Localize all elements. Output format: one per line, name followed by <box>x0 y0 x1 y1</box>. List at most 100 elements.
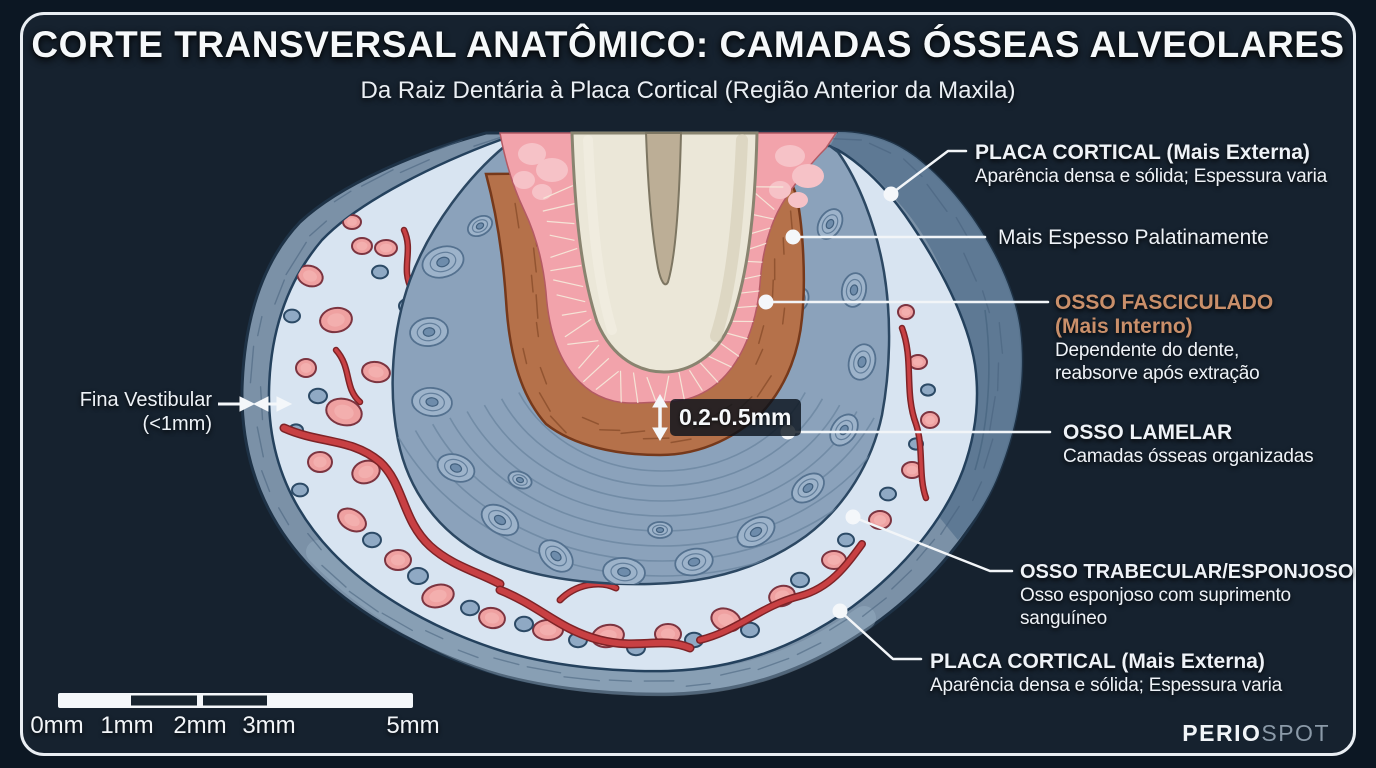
label-buccal-thickness-line1: Fina Vestibular <box>79 389 212 411</box>
gingiva-scallop <box>769 181 791 199</box>
cortical-streak <box>249 345 255 384</box>
gingiva-scallop <box>792 164 824 188</box>
label-cortical-bottom-desc: Aparência densa e sólida; Espessura vari… <box>930 675 1282 696</box>
label-lamellar-bone: OSSO LAMELAR Camadas ósseas organizadas <box>1063 421 1314 468</box>
cortical-streak <box>473 136 504 147</box>
cortical-streak <box>608 679 633 682</box>
bundle-grain <box>530 274 534 293</box>
cortical-streak <box>861 597 887 618</box>
osteon-ring <box>845 278 863 302</box>
cortical-streak <box>399 159 430 174</box>
sharpey-fiber <box>707 355 732 368</box>
cortical-streak <box>916 538 936 561</box>
label-trabecular-bone: OSSO TRABECULAR/ESPONJOSO Osso esponjoso… <box>1020 560 1353 630</box>
marrow-highlight <box>925 415 935 425</box>
cortical-streak <box>988 396 996 434</box>
osteon-ring <box>416 322 442 342</box>
trabecula <box>362 531 382 549</box>
gingiva-scallop <box>775 145 805 167</box>
cortical-streak <box>720 667 751 676</box>
page-subtitle: Da Raiz Dentária à Placa Cortical (Regiã… <box>360 77 1016 104</box>
bundle-grain <box>599 428 621 432</box>
sharpey-fiber <box>619 370 622 404</box>
lamellar-arc <box>483 404 841 502</box>
osteon-ring <box>743 522 769 542</box>
osteon-ring <box>488 509 512 531</box>
label-trabecular-bone-title: OSSO TRABECULAR/ESPONJOSO <box>1020 561 1354 583</box>
gingiva-scallop <box>788 192 808 208</box>
bundle-grain <box>538 392 551 412</box>
cortical-streak <box>274 279 285 305</box>
cortical-streak <box>940 505 960 536</box>
marrow-highlight <box>368 366 384 378</box>
cortical-streak <box>868 142 892 154</box>
measure-arrow-head-top <box>652 394 668 408</box>
trabecula <box>283 308 301 324</box>
sharpey-fiber <box>582 357 610 383</box>
trabecula <box>740 621 760 639</box>
vestibular-arrows <box>218 396 293 412</box>
cortical-streak <box>829 617 850 631</box>
root-canal <box>644 132 683 286</box>
trabecula <box>790 571 810 589</box>
bundle-grain <box>514 202 520 229</box>
label-cortical-top-title: PLACA CORTICAL (Mais Externa) <box>975 141 1310 164</box>
marrow-highlight <box>827 555 841 565</box>
label-bundle-bone-desc1: Dependente do dente, <box>1055 340 1240 361</box>
cortical-streak <box>972 481 983 502</box>
marrow-highlight <box>390 554 406 566</box>
scale-tick-0mm: 0mm <box>30 712 84 739</box>
trabecula <box>879 486 897 502</box>
root-shade <box>710 134 748 342</box>
marrow-highlight <box>660 628 676 640</box>
bundle-grain <box>758 325 765 345</box>
label-palatal-thickness: Mais Espesso Palatinamente <box>998 226 1269 250</box>
bundle-grain <box>535 294 539 319</box>
label-buccal-thickness: Fina Vestibular (<1mm) <box>32 388 212 436</box>
bundle-grain <box>756 375 772 398</box>
leader-dots <box>758 186 899 619</box>
trabecula <box>308 387 328 405</box>
palatal-streak-3 <box>974 309 990 471</box>
cortical-streak <box>563 676 601 682</box>
marrow-highlight <box>334 404 354 420</box>
blood-vessel <box>558 582 618 602</box>
label-palatal-thickness-text: Mais Espesso Palatinamente <box>998 226 1269 249</box>
label-bundle-bone: OSSO FASCICULADO (Mais Interno) Dependen… <box>1055 291 1273 385</box>
label-buccal-thickness-line2: (<1mm) <box>142 413 212 435</box>
trabecula <box>920 383 936 397</box>
measure-arrow-head-bottom <box>652 427 668 441</box>
marrow-highlight <box>539 624 557 636</box>
vestibular-span-head-right <box>276 396 293 412</box>
scale-bar <box>58 693 413 708</box>
bundle-grain <box>539 366 548 385</box>
scale-bar-segment-1-2 <box>131 695 197 706</box>
marrow-highlight <box>901 308 911 316</box>
osteon-canal <box>436 256 450 268</box>
osteon-canal <box>749 526 763 538</box>
gingiva-scallops <box>513 143 824 208</box>
sharpey-fiber <box>663 375 670 401</box>
marrow-highlight <box>347 218 357 226</box>
osteon-ring <box>797 478 819 498</box>
cortical-palatal-overlay <box>830 132 1022 540</box>
gingiva-scallop <box>532 184 552 200</box>
osteon-canal <box>550 550 562 562</box>
gingiva-scallop <box>513 171 535 189</box>
sharpey-fiber <box>556 294 586 303</box>
bundle-grain <box>532 247 537 273</box>
brand-bold-part: PERIO <box>1182 720 1262 746</box>
cortical-streak <box>360 169 394 187</box>
cortical-streak <box>963 252 977 282</box>
trabecula <box>837 532 855 548</box>
cortical-streak <box>425 630 444 640</box>
bundle-grain <box>782 237 785 255</box>
osteon-ring <box>512 474 528 486</box>
sharpey-fiber <box>696 359 721 386</box>
cortical-texture <box>249 136 1004 687</box>
marrow-highlight <box>303 270 317 282</box>
osteon-ring <box>471 219 489 233</box>
sharpey-fiber <box>578 344 600 369</box>
marrow-highlight <box>379 243 393 253</box>
sharpey-fibers <box>542 184 784 404</box>
